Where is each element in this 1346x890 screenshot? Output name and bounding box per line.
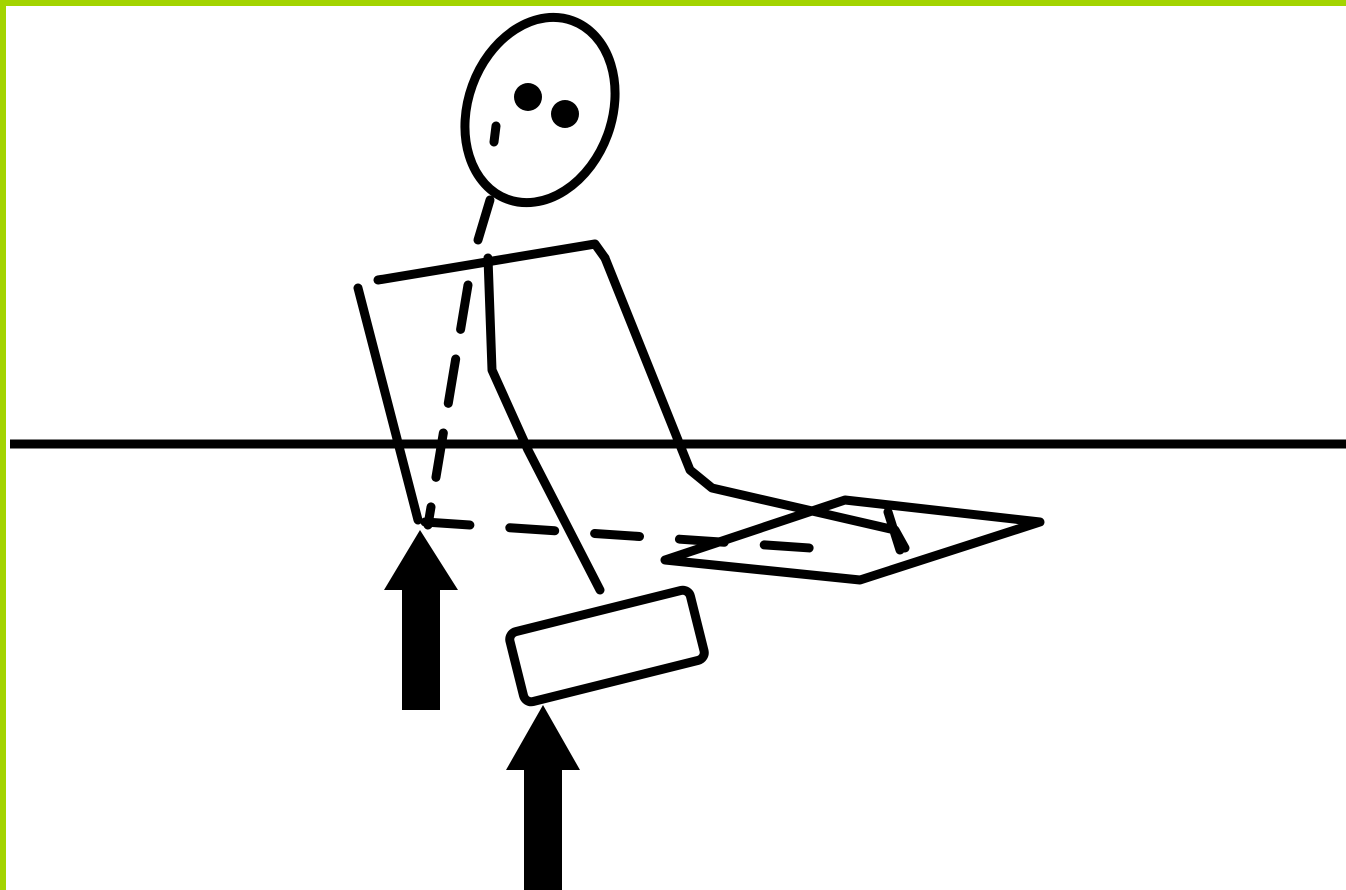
head-icon <box>440 0 640 224</box>
eye-icon <box>514 83 542 111</box>
torso-line <box>488 258 600 590</box>
foot-detail-line <box>888 512 900 550</box>
seat-block <box>508 589 706 704</box>
left-arm-line <box>358 288 418 520</box>
extended-leg-line <box>665 500 1040 580</box>
hidden-arm-dashed-line <box>428 285 468 525</box>
neck-line <box>478 200 490 240</box>
upward-arrow-icon <box>506 705 580 890</box>
mouth-mark <box>494 126 496 142</box>
eye-icon <box>551 100 579 128</box>
upward-arrow-icon <box>384 530 458 710</box>
